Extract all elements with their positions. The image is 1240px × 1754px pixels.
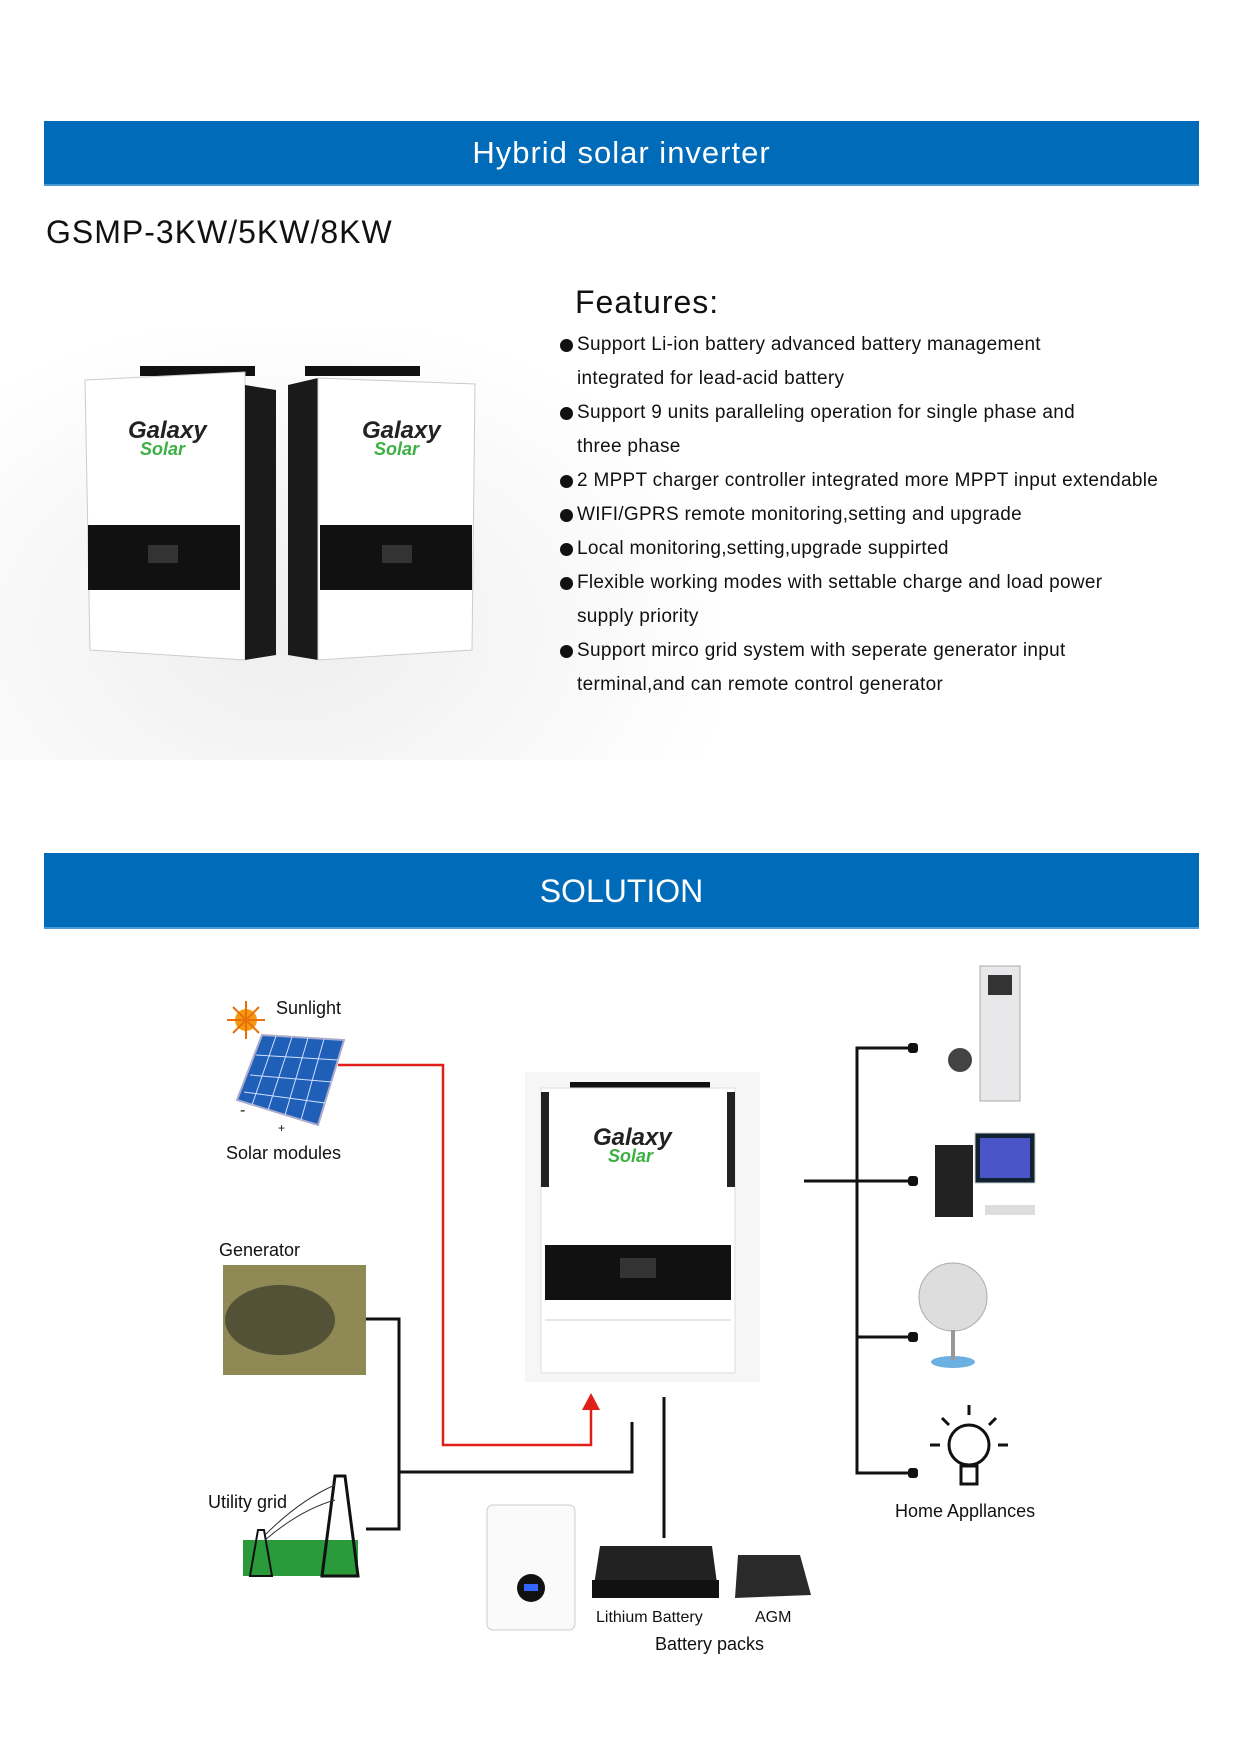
features-title: Features: xyxy=(575,284,720,320)
svg-text:Galaxy: Galaxy xyxy=(593,1124,673,1151)
agm-label: AGM xyxy=(755,1609,792,1626)
banner-title: Hybrid solar inverter xyxy=(472,135,771,170)
svg-text:-: - xyxy=(240,1102,245,1119)
model-name: GSMP-3KW/5KW/8KW xyxy=(46,214,393,250)
solar-wire xyxy=(338,1063,593,1447)
svg-text:+: + xyxy=(278,1121,285,1135)
generator-label: Generator xyxy=(219,1240,301,1260)
features-list: Support Li-ion battery advanced battery … xyxy=(560,328,1200,702)
inverter-left: Galaxy Solar xyxy=(84,366,276,661)
svg-text:Galaxy: Galaxy xyxy=(128,417,208,444)
inverter-center: Galaxy Solar xyxy=(525,1072,760,1382)
feature-item: Local monitoring,setting,upgrade suppirt… xyxy=(560,532,1200,566)
product-image: Galaxy Solar Galaxy Solar xyxy=(84,366,476,661)
svg-text:Solar: Solar xyxy=(608,1146,654,1166)
feature-item: 2 MPPT charger controller integrated mor… xyxy=(560,464,1200,498)
lithium-battery-image xyxy=(592,1546,719,1598)
inverter-right: Galaxy Solar xyxy=(288,366,476,661)
home-appliances-label: Home Appllances xyxy=(895,1501,1036,1521)
solar-panel-icon: -+ xyxy=(235,1033,346,1135)
arrow-up-icon xyxy=(582,1393,600,1410)
lithium-battery-label: Lithium Battery xyxy=(596,1609,703,1626)
feature-item: Flexible working modes with settable cha… xyxy=(560,566,1150,634)
utility-grid-label: Utility grid xyxy=(208,1492,288,1512)
feature-item: Support mirco grid system with seperate … xyxy=(560,634,1120,702)
feature-item: WIFI/GPRS remote monitoring,setting and … xyxy=(560,498,1200,532)
utility-grid-icon xyxy=(243,1474,360,1578)
svg-text:Solar: Solar xyxy=(140,439,186,459)
solution-title: SOLUTION xyxy=(539,873,704,909)
sun-icon xyxy=(227,1001,265,1039)
sunlight-label: Sunlight xyxy=(276,998,342,1018)
svg-text:Solar: Solar xyxy=(374,439,420,459)
solution-banner: SOLUTION xyxy=(44,853,1199,929)
agm-battery-image xyxy=(735,1555,811,1598)
fan-image xyxy=(918,1262,988,1368)
air-conditioner-image xyxy=(948,965,1021,1102)
feature-item: Support Li-ion battery advanced battery … xyxy=(560,328,1100,396)
plug-icons xyxy=(908,1043,918,1478)
wall-battery-image xyxy=(486,1504,576,1631)
title-banner: Hybrid solar inverter xyxy=(44,121,1199,186)
grid-wires xyxy=(366,1046,913,1538)
lightbulb-icon xyxy=(930,1405,1008,1486)
computer-image xyxy=(935,1132,1036,1217)
svg-text:Galaxy: Galaxy xyxy=(362,417,442,444)
solar-modules-label: Solar modules xyxy=(226,1143,342,1163)
battery-packs-label: Battery packs xyxy=(655,1634,765,1654)
feature-item: Support 9 units paralleling operation fo… xyxy=(560,396,1100,464)
